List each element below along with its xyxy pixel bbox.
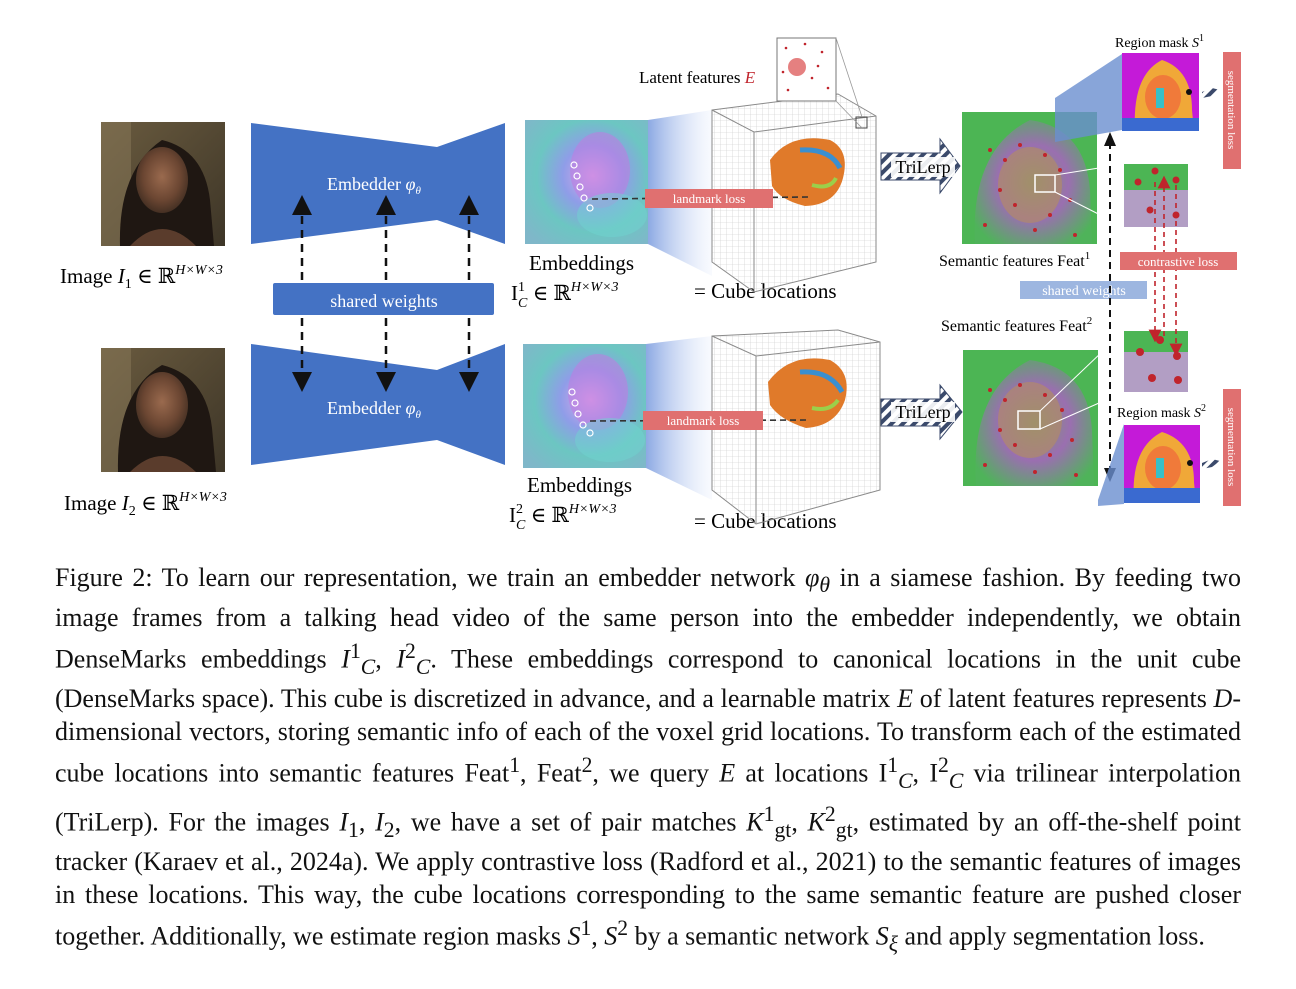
image-2-label: Image I2 ∈ ℝH×W×3	[64, 490, 227, 519]
region-beam-1	[1055, 54, 1122, 142]
figure-caption: Figure 2: To learn our representation, w…	[55, 562, 1241, 961]
image-1-label: Image I1 ∈ ℝH×W×3	[60, 263, 223, 292]
region-mask-1	[1122, 53, 1199, 131]
region-mask-2-label: Region mask S2	[1117, 403, 1206, 421]
semantic-features-map-2	[963, 350, 1098, 486]
semantic-feature-dots	[983, 143, 1078, 477]
svg-text:TriLerp: TriLerp	[895, 402, 950, 422]
region-mask-1-label: Region mask S1	[1115, 33, 1204, 51]
svg-text:segmentation loss: segmentation loss	[1225, 408, 1237, 487]
svg-text:contrastive loss: contrastive loss	[1138, 254, 1219, 269]
svg-text:landmark loss: landmark loss	[667, 413, 740, 428]
latent-features-inset	[776, 37, 863, 129]
latent-features-label: Latent features E	[639, 68, 756, 87]
shared-weights-small: shared weights	[1020, 281, 1147, 299]
semantic-features-2-label: Semantic features Feat2	[941, 315, 1092, 335]
semantic-features-map-1	[962, 112, 1097, 244]
svg-text:TriLerp: TriLerp	[895, 157, 950, 177]
region-mask-2	[1124, 425, 1200, 503]
zoom-patch-2	[1124, 331, 1188, 392]
embedder-2: Embedder φθ	[251, 344, 505, 465]
segmentation-loss-1: segmentation loss	[1223, 52, 1241, 169]
embeddings-label-2: Embeddings	[527, 473, 632, 497]
landmark-loss-2: landmark loss	[589, 411, 807, 430]
shared-weights-label: shared weights	[330, 291, 437, 311]
semantic-features-1-label: Semantic features Feat1	[939, 250, 1090, 270]
embeddings-label-1: Embeddings	[529, 251, 634, 275]
trilerp-arrow-1: TriLerp	[880, 137, 961, 195]
landmark-loss-1: landmark loss	[591, 189, 809, 208]
embedding-map-2	[523, 344, 646, 468]
embedding-map-1	[525, 120, 648, 244]
embedder-1-label: Embedder φθ	[327, 174, 421, 197]
unit-cube-2	[711, 329, 881, 525]
svg-text:shared weights: shared weights	[1042, 284, 1126, 299]
semantic-arrowhead-top	[1104, 132, 1116, 146]
zoom-patch-1	[1124, 164, 1188, 227]
seg-arrow-1	[1202, 88, 1220, 98]
trilerp-arrow-2: TriLerp	[880, 383, 963, 441]
segmentation-loss-2: segmentation loss	[1223, 389, 1241, 506]
embedder-2-label: Embedder φθ	[327, 398, 421, 421]
shared-weight-arrows	[292, 195, 479, 392]
caption-text: Figure 2: To learn our representation, w…	[55, 563, 1242, 956]
region-beam-2	[1098, 424, 1124, 506]
svg-text:landmark loss: landmark loss	[673, 191, 746, 206]
embedder-1: Embedder φθ	[251, 123, 505, 244]
shared-weights-box	[273, 283, 494, 315]
figure-diagram: Image I1 ∈ ℝH×W×3 Image I2 ∈ ℝH×W×3 Embe…	[60, 33, 1241, 533]
input-image-1	[101, 122, 225, 246]
contrastive-loss: contrastive loss	[1120, 252, 1237, 270]
unit-cube-1	[711, 93, 877, 293]
svg-text:segmentation loss: segmentation loss	[1225, 71, 1237, 150]
input-image-2	[101, 348, 225, 472]
seg-arrow-2	[1202, 459, 1220, 469]
